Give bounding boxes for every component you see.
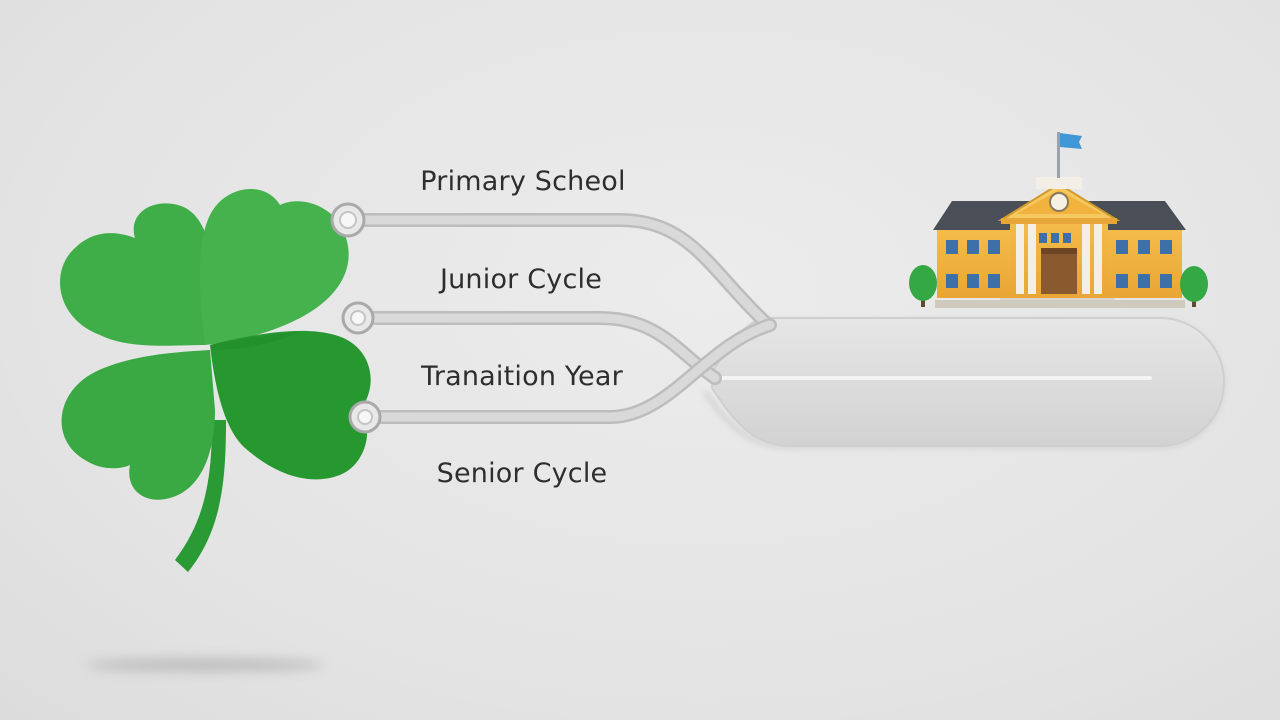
tree-icon: [1180, 266, 1208, 307]
tree-icon: [909, 265, 937, 307]
pathway-track: [702, 317, 1225, 449]
stage-label-transition-year: Tranaition Year: [421, 361, 623, 392]
node-junior: [341, 301, 375, 335]
branch-lines: [353, 213, 777, 424]
node-primary: [330, 202, 366, 238]
shamrock-shadow: [85, 659, 325, 671]
school-building-icon: [933, 177, 1186, 308]
stage-label-primary-school: Primary Scheol: [420, 166, 626, 197]
node-transition: [348, 400, 382, 434]
stage-label-senior-cycle: Senior Cycle: [436, 458, 608, 489]
shamrock-icon: [60, 188, 371, 572]
stage-label-junior-cycle: Junior Cycle: [439, 264, 603, 295]
flag-icon: [1057, 132, 1082, 178]
